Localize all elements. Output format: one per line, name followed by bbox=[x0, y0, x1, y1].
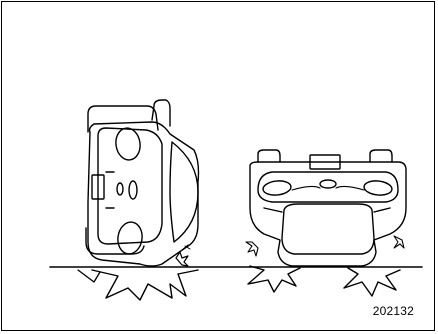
car-on-side bbox=[86, 100, 199, 266]
impact-burst-right-1 bbox=[248, 266, 300, 292]
impact-burst-right-2 bbox=[344, 268, 400, 296]
car-upside-down bbox=[246, 150, 406, 266]
impact-burst-left bbox=[92, 270, 198, 300]
figure-number: 202132 bbox=[373, 304, 414, 318]
rollover-illustration bbox=[2, 2, 436, 332]
figure-frame: 202132 bbox=[1, 1, 435, 331]
